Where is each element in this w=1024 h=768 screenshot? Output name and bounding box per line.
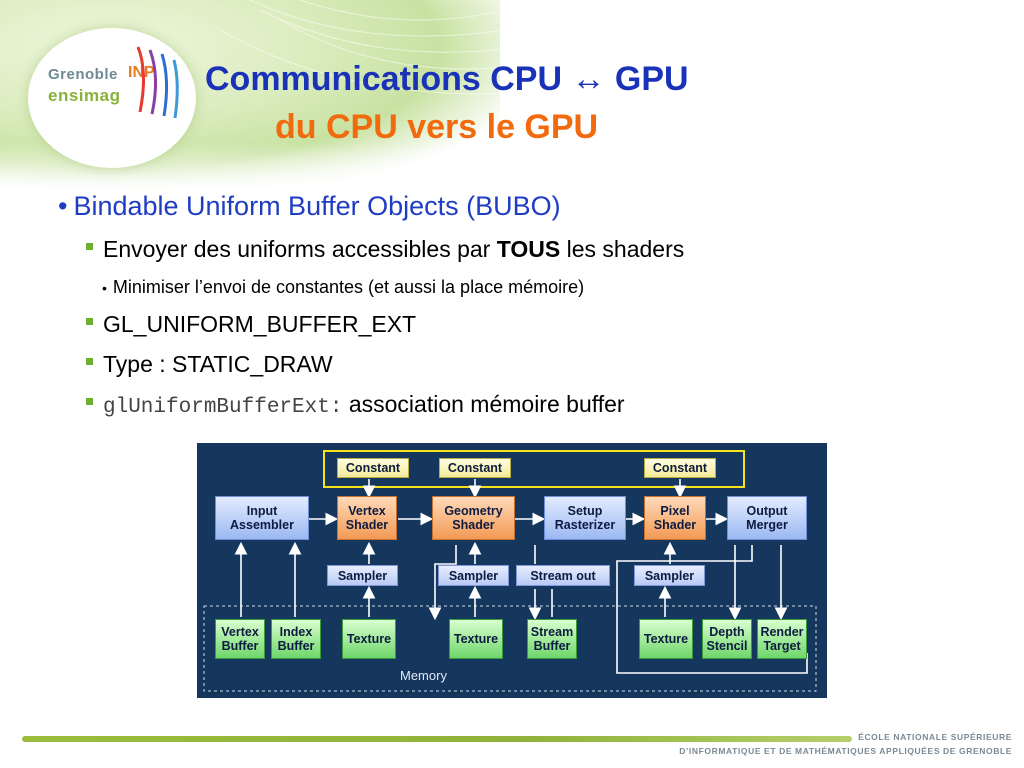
index-buffer-box: Index Buffer xyxy=(271,619,321,659)
render-target-box: Render Target xyxy=(757,619,807,659)
green-square-bullet-icon xyxy=(86,318,93,326)
constant-box-3: Constant xyxy=(644,458,716,478)
texture-box-2: Texture xyxy=(449,619,503,659)
logo-bars-icon xyxy=(136,46,179,119)
input-assembler-box: Input Assembler xyxy=(215,496,309,540)
slide-subtitle: du CPU vers le GPU xyxy=(275,108,599,146)
constant-box-1: Constant xyxy=(337,458,409,478)
logo-grenoble: Grenoble xyxy=(48,66,118,83)
green-square-bullet-icon xyxy=(86,243,93,251)
logo-ensimag: ensimag xyxy=(48,86,121,105)
sub-bullet-envoyer: Envoyer des uniforms accessibles par TOU… xyxy=(86,236,684,263)
constant-box-2: Constant xyxy=(439,458,511,478)
diagram-connectors xyxy=(203,450,817,692)
footer-school-line2: D’INFORMATIQUE ET DE MATHÉMATIQUES APPLI… xyxy=(679,746,1012,756)
vertex-shader-box: Vertex Shader xyxy=(337,496,397,540)
logo-badge xyxy=(28,28,196,168)
texture-box-1: Texture xyxy=(342,619,396,659)
footer-school-line1: ÉCOLE NATIONALE SUPÉRIEURE xyxy=(858,732,1012,742)
sub-bullet-gluniformbuffer: glUniformBufferExt: association mémoire … xyxy=(86,391,625,419)
depth-stencil-box: Depth Stencil xyxy=(702,619,752,659)
memory-label: Memory xyxy=(400,668,447,683)
pipeline-diagram: Constant Constant Constant Input Assembl… xyxy=(197,443,827,698)
sampler-box-1: Sampler xyxy=(327,565,398,586)
green-square-bullet-icon xyxy=(86,358,93,366)
sampler-box-2: Sampler xyxy=(438,565,509,586)
vertex-buffer-box: Vertex Buffer xyxy=(215,619,265,659)
slide-title: Communications CPU ↔ GPU xyxy=(205,60,689,98)
footer-bar xyxy=(22,736,852,742)
output-merger-box: Output Merger xyxy=(727,496,807,540)
green-square-bullet-icon xyxy=(86,398,93,406)
stream-out-box: Stream out xyxy=(516,565,610,586)
geometry-shader-box: Geometry Shader xyxy=(432,496,515,540)
sub-bullet-gl-uniform: GL_UNIFORM_BUFFER_EXT xyxy=(86,311,416,338)
sub-bullet-type: Type : STATIC_DRAW xyxy=(86,351,333,378)
small-dot-icon: • xyxy=(102,280,107,296)
pixel-shader-box: Pixel Shader xyxy=(644,496,706,540)
stream-buffer-box: Stream Buffer xyxy=(527,619,577,659)
bullet-dot-icon: • xyxy=(58,191,68,221)
setup-rasterizer-box: Setup Rasterizer xyxy=(544,496,626,540)
subsub-bullet-minimiser: •Minimiser l’envoi de constantes (et aus… xyxy=(102,277,585,297)
logo-inp: INP xyxy=(128,64,155,81)
bullet-bubo: •Bindable Uniform Buffer Objects (BUBO) xyxy=(58,191,561,221)
texture-box-3: Texture xyxy=(639,619,693,659)
sampler-box-3: Sampler xyxy=(634,565,705,586)
